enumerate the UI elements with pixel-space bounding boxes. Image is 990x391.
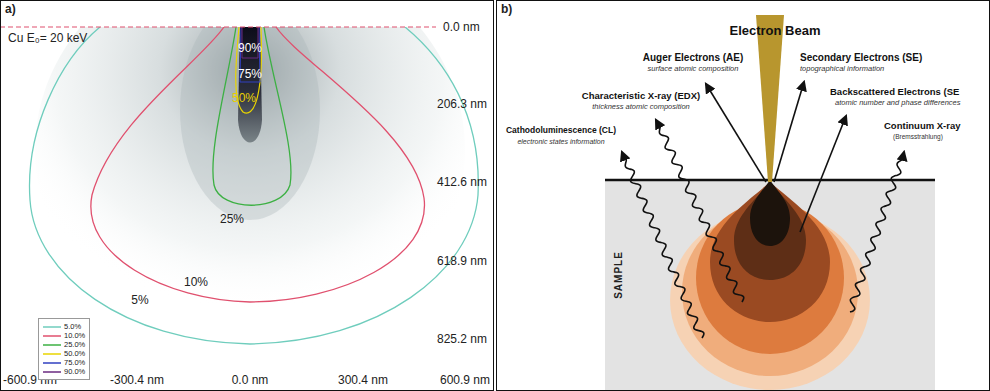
signal-note: (Bremsstrahlung) <box>893 133 943 140</box>
simulation-plot <box>30 27 479 350</box>
sample-block <box>605 180 935 391</box>
legend-line <box>43 323 61 331</box>
legend-line <box>43 359 61 367</box>
depth-tick: 825.2 nm <box>437 333 487 347</box>
legend-line <box>43 326 61 328</box>
contour-5 <box>30 27 479 344</box>
volume-core <box>750 180 790 246</box>
panel-frame <box>497 1 990 391</box>
signal-name: Cathodoluminescence (CL) <box>506 126 616 136</box>
signal-note: atomic number and phase differences <box>835 99 961 108</box>
width-tick: 600.9 nm <box>440 374 490 388</box>
legend-text: 10.0% <box>64 331 85 340</box>
contour-label: 5% <box>131 294 148 308</box>
depth-tick: 618.9 nm <box>437 255 487 269</box>
signal-name: Continuum X-ray <box>884 121 961 132</box>
panel-frame <box>1 1 494 391</box>
contour-label: 25% <box>220 213 244 227</box>
density-shading <box>180 27 320 220</box>
signal-note: electronic states information <box>517 138 604 146</box>
surface-line <box>0 26 436 27</box>
legend-entry: 75.0% <box>43 358 85 367</box>
backscatter-arrow <box>800 116 846 232</box>
emission-arrows <box>622 82 904 338</box>
legend-entry: 50.0% <box>43 349 85 358</box>
width-tick: 300.4 nm <box>338 374 388 388</box>
legend-line <box>43 362 61 364</box>
depth-tick: 206.3 nm <box>437 98 487 112</box>
legend-line <box>43 368 61 376</box>
electron-beam <box>756 15 784 182</box>
contour-label: 90% <box>238 42 262 56</box>
legend-line <box>43 335 61 337</box>
cathodoluminescence-arrow <box>622 152 704 338</box>
legend-entry: 90.0% <box>43 367 85 376</box>
legend-entry: 10.0% <box>43 331 85 340</box>
width-tick: 0.0 nm <box>232 374 269 388</box>
contour-10 <box>91 27 425 302</box>
contour-25 <box>213 27 291 205</box>
width-tick: -300.4 nm <box>110 374 164 388</box>
signal-name: Backscattered Electrons (SE <box>830 87 959 98</box>
legend-line <box>43 332 61 340</box>
sample-region: SAMPLE <box>605 180 935 391</box>
signal-name: Secondary Electrons (SE) <box>800 52 922 64</box>
legend-entry: 25.0% <box>43 340 85 349</box>
legend-entry: 5.0% <box>43 322 85 331</box>
sample-region-label: SAMPLE <box>613 251 625 299</box>
condition-label: Cu E₀= 20 keV <box>8 32 87 46</box>
beam-core <box>238 27 262 143</box>
signal-name: Auger Electrons (AE) <box>643 52 744 64</box>
legend-text: 50.0% <box>64 349 85 358</box>
continuum-xray-arrow <box>850 152 904 312</box>
legend-line <box>43 350 61 358</box>
legend-text: 5.0% <box>64 322 81 331</box>
density-shading <box>35 27 465 350</box>
auger-arrow <box>706 84 766 182</box>
panel-label: b) <box>501 3 512 17</box>
secondary-arrow <box>774 82 804 182</box>
characteristic-xray-arrow <box>656 120 744 302</box>
contour-label: 10% <box>184 276 208 290</box>
signal-note: topographical information <box>800 65 884 74</box>
depth-tick: 412.6 nm <box>437 176 487 190</box>
depth-tick: 0.0 nm <box>443 21 480 35</box>
beam-label: Electron Beam <box>729 24 820 39</box>
legend-line <box>43 341 61 349</box>
signal-name: Characteristic X-ray (EDX) <box>582 91 700 102</box>
legend-line <box>43 353 61 355</box>
contour-label: 50% <box>232 92 256 106</box>
legend-line <box>43 344 61 346</box>
legend-text: 75.0% <box>64 358 85 367</box>
legend-text: 25.0% <box>64 340 85 349</box>
contour-label: 75% <box>238 68 262 82</box>
panel-label: a) <box>5 3 16 17</box>
legend-line <box>43 371 61 373</box>
signal-note: thickness atomic composition <box>592 103 690 112</box>
legend-text: 90.0% <box>64 367 85 376</box>
signal-note: surface atomic composition <box>648 65 739 74</box>
legend-box: 5.0%10.0%25.0%50.0%75.0%90.0% <box>38 318 90 380</box>
